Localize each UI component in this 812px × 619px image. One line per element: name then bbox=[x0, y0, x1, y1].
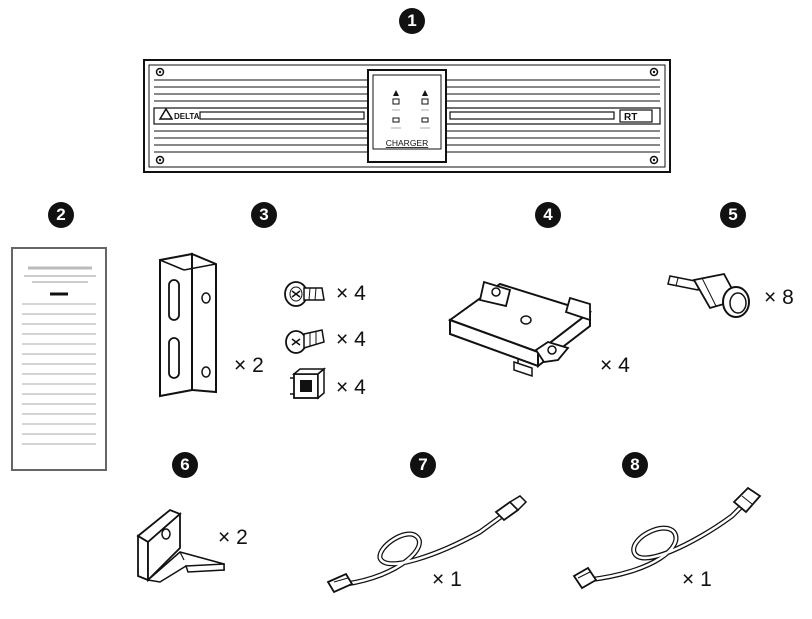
item-badge-1: 1 bbox=[399, 8, 425, 34]
charger-label: CHARGER bbox=[386, 138, 429, 148]
item-badge-8: 8 bbox=[622, 452, 648, 478]
screw-icon bbox=[285, 329, 325, 354]
terminal-icon bbox=[667, 272, 750, 318]
quantity-label-5: × 8 bbox=[764, 286, 794, 309]
item-badge-5: 5 bbox=[720, 202, 746, 228]
item-badge-7: 7 bbox=[410, 452, 436, 478]
quantity-label-3-screw-a: × 4 bbox=[336, 282, 366, 305]
bracket-icon bbox=[159, 252, 217, 398]
quantity-label-3-screw-b: × 4 bbox=[336, 328, 366, 351]
cage-nut-icon bbox=[290, 367, 327, 400]
battery-bracket-icon bbox=[447, 280, 593, 378]
item-badge-4: 4 bbox=[535, 202, 561, 228]
manual-icon bbox=[11, 247, 107, 471]
quantity-label-3-cage-nut: × 4 bbox=[336, 376, 366, 399]
usb-cable-icon bbox=[326, 495, 528, 594]
quantity-label-3-bracket: × 2 bbox=[234, 354, 264, 377]
quantity-label-7: × 1 bbox=[432, 568, 462, 591]
quantity-label-8: × 1 bbox=[682, 568, 712, 591]
quantity-label-6: × 2 bbox=[218, 526, 248, 549]
quantity-label-4: × 4 bbox=[600, 354, 630, 377]
item-badge-6: 6 bbox=[172, 452, 198, 478]
item-badge-3: 3 bbox=[251, 202, 277, 228]
foot-stand-icon bbox=[136, 508, 225, 583]
model-label: RT bbox=[624, 112, 637, 123]
ups-unit-icon: DELTA RT CHARGER bbox=[143, 59, 671, 173]
brand-label: DELTA bbox=[174, 112, 200, 121]
rj45-cable-icon bbox=[572, 486, 762, 590]
item-badge-2: 2 bbox=[48, 202, 74, 228]
screw-icon bbox=[284, 281, 325, 307]
